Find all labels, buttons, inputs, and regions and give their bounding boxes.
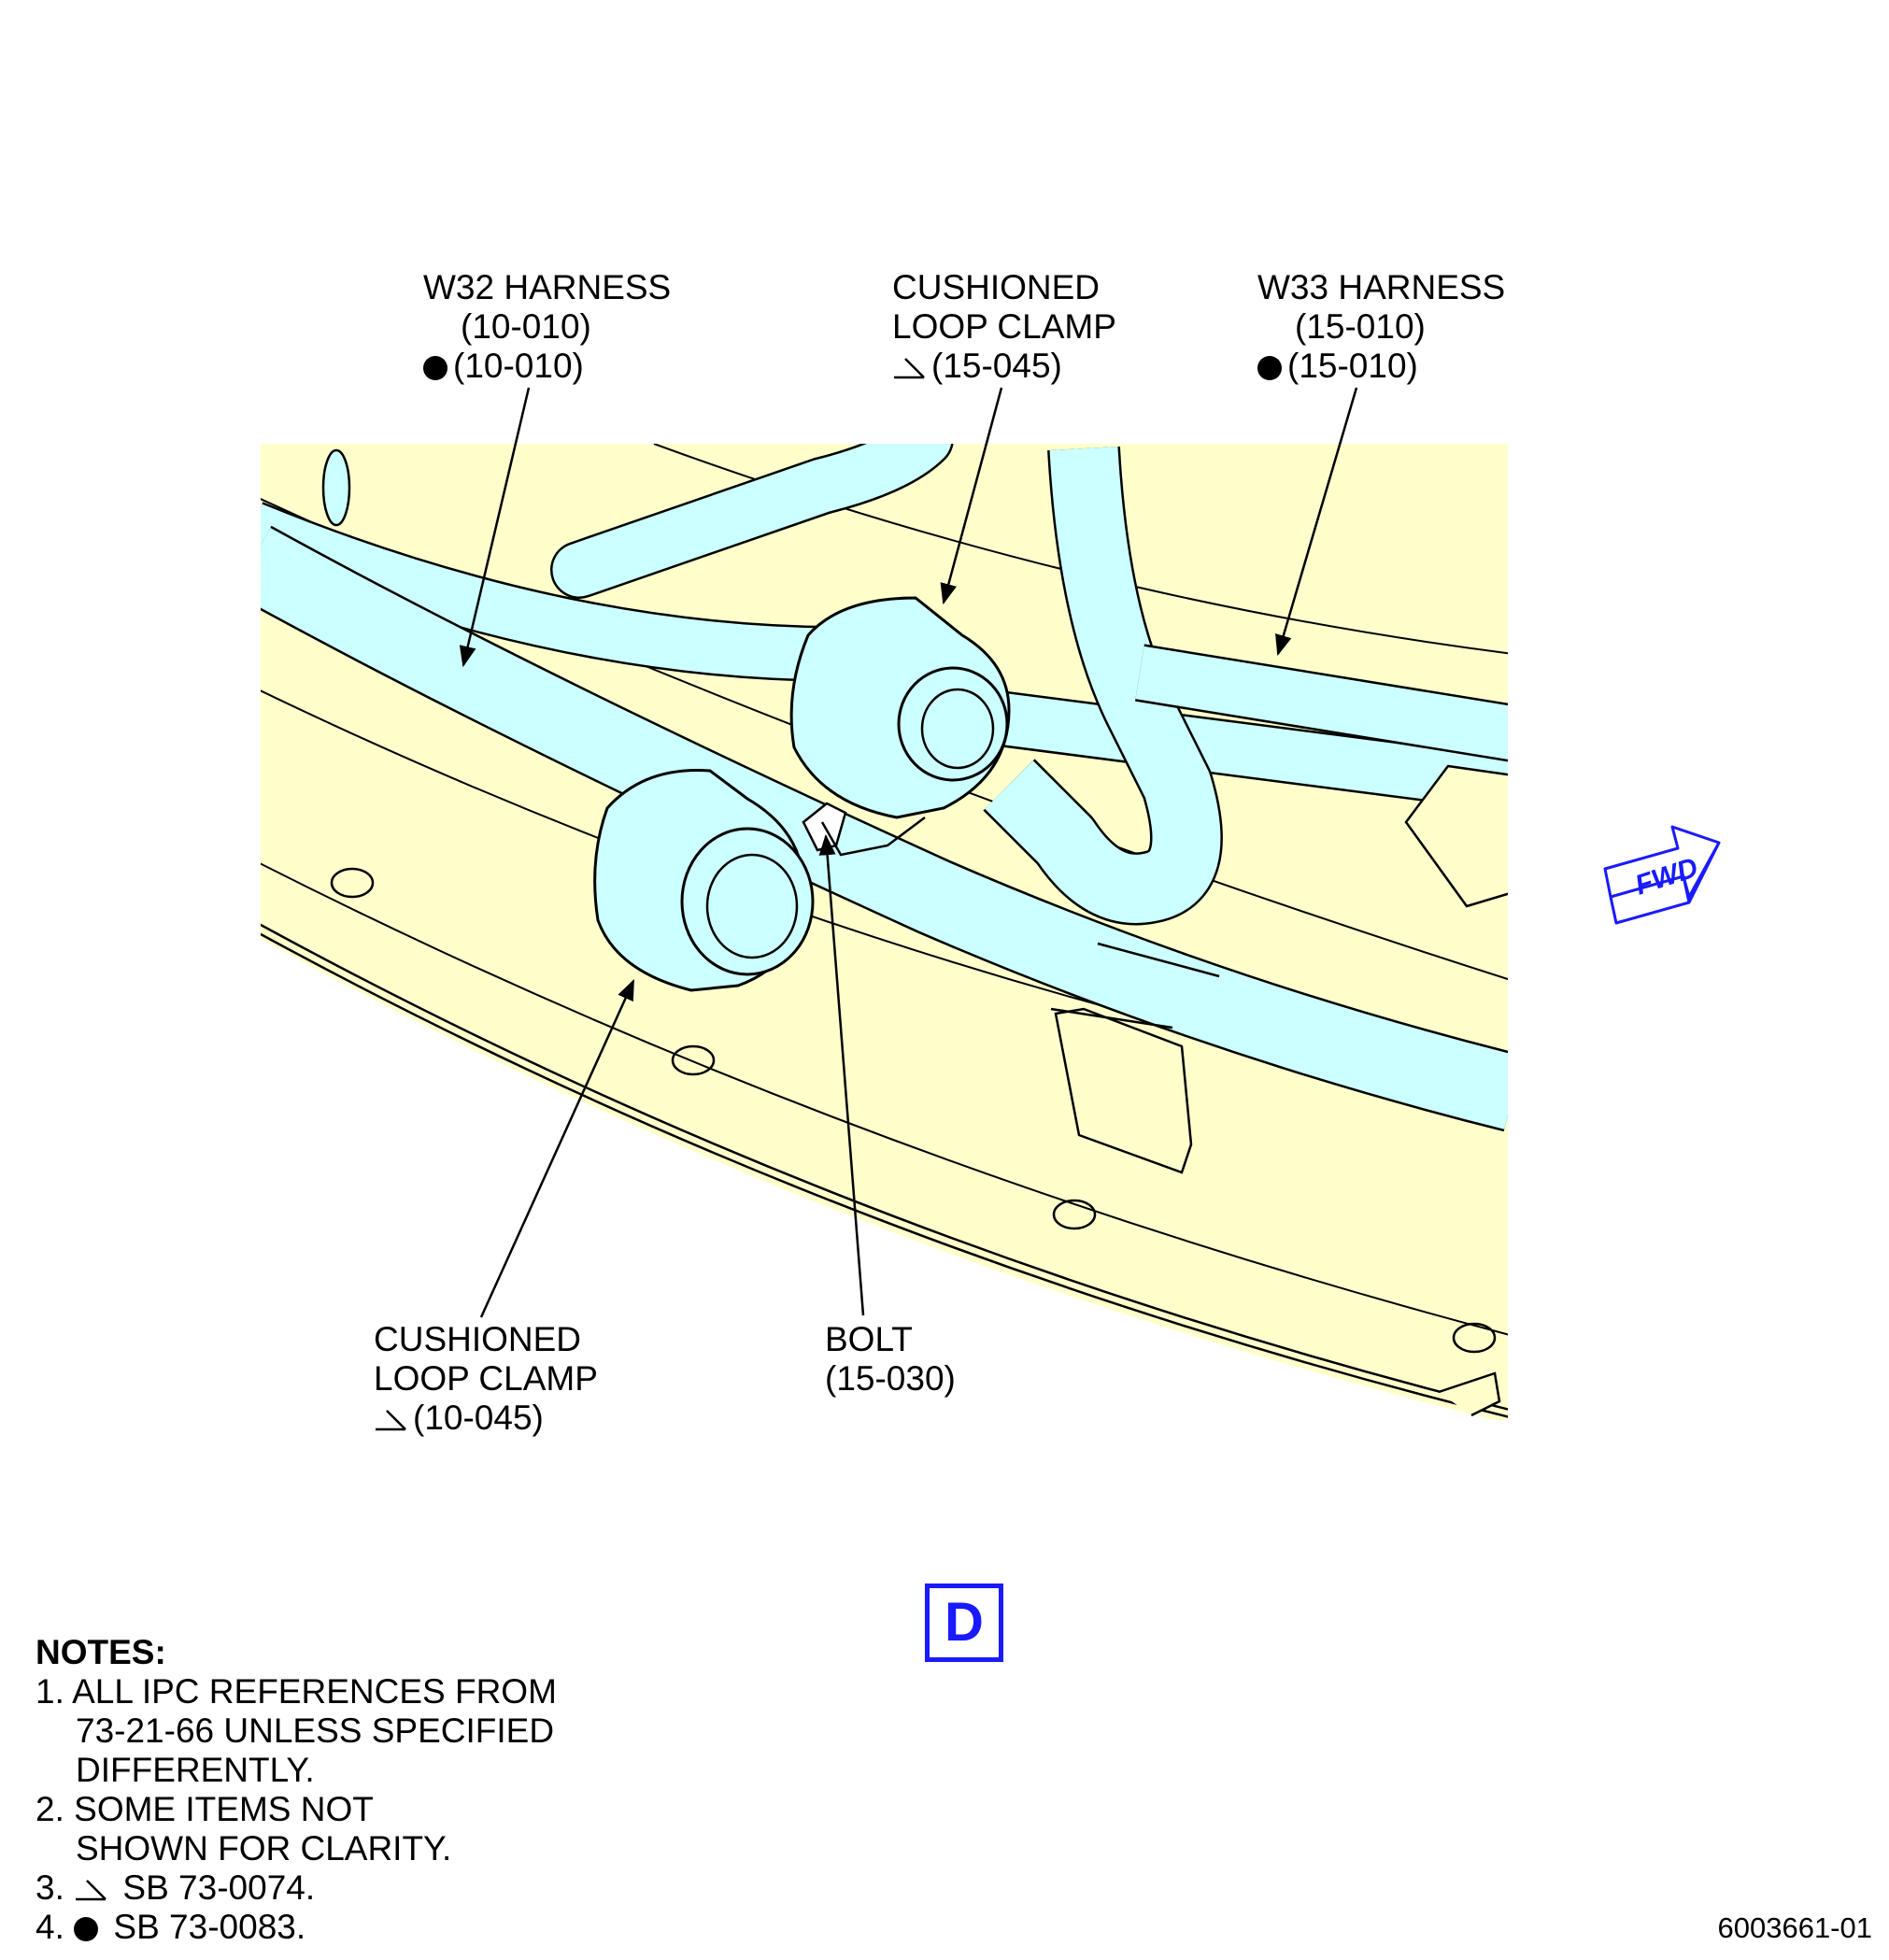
w33-harness-ref: (15-010) [1295,307,1426,346]
notes-title: NOTES: [36,1633,166,1671]
w32-harness-name: W32 HARNESS [423,268,672,306]
clamp-lower-ref: (10-045) [413,1399,544,1437]
callout-cushioned-loop-clamp-lower: CUSHIONED LOOP CLAMP (10-045) [374,1320,598,1438]
callout-w33-harness: W33 HARNESS (15-010) (15-010) [1257,268,1505,386]
clamp-lower-line2: LOOP CLAMP [374,1359,598,1398]
clamp-upper-line2: LOOP CLAMP [892,307,1116,346]
note-4-text: SB 73-0083. [113,1908,306,1946]
note-1-line1: ALL IPC REFERENCES FROM [72,1672,557,1711]
clamp-upper-line1: CUSHIONED [892,268,1101,306]
w33-harness-sb-ref: (15-010) [1287,347,1418,385]
mounting-panel [261,444,1508,1420]
note-2-line2: SHOWN FOR CLARITY. [76,1829,452,1868]
bolt-ref: (15-030) [825,1359,956,1398]
note-1-number: 1. [36,1672,64,1711]
note-3-number: 3. [36,1868,64,1907]
note-4-number: 4. [36,1908,64,1946]
note-1-line2: 73-21-66 UNLESS SPECIFIED [76,1711,555,1750]
sb-0083-dot-icon [1257,356,1282,380]
sb-0074-triangle-icon [376,1410,406,1431]
leader-lines [459,387,1358,1318]
note-2-line1: SOME ITEMS NOT [74,1790,374,1828]
callout-cushioned-loop-clamp-upper: CUSHIONED LOOP CLAMP (15-045) [892,268,1116,386]
callout-w32-harness: W32 HARNESS (10-010) (10-010) [423,268,671,386]
w32-harness-sb-ref: (10-010) [453,347,584,385]
w32-harness-ref: (10-010) [461,307,591,346]
callout-bolt: BOLT (15-030) [825,1320,956,1399]
note-1-line3: DIFFERENTLY. [76,1751,315,1789]
fwd-arrow: FWD [1603,825,1721,925]
view-label: D [925,1584,1003,1662]
sb-0074-triangle-icon [894,358,925,379]
bolt-name: BOLT [825,1320,913,1358]
clamp-upper-ref: (15-045) [931,347,1062,385]
note-3-text: SB 73-0074. [122,1868,316,1907]
sb-0074-triangle-icon [76,1880,107,1901]
clamp-lower-line1: CUSHIONED [374,1320,582,1358]
notes-block: NOTES: 1. ALL IPC REFERENCES FROM 73-21-… [36,1633,557,1947]
note-2-number: 2. [36,1790,64,1828]
sb-0083-dot-icon [74,1917,99,1941]
figure-id: 6003661-01 [1717,1911,1873,1944]
w33-harness-name: W33 HARNESS [1257,268,1506,306]
sb-0083-dot-icon [423,356,447,380]
